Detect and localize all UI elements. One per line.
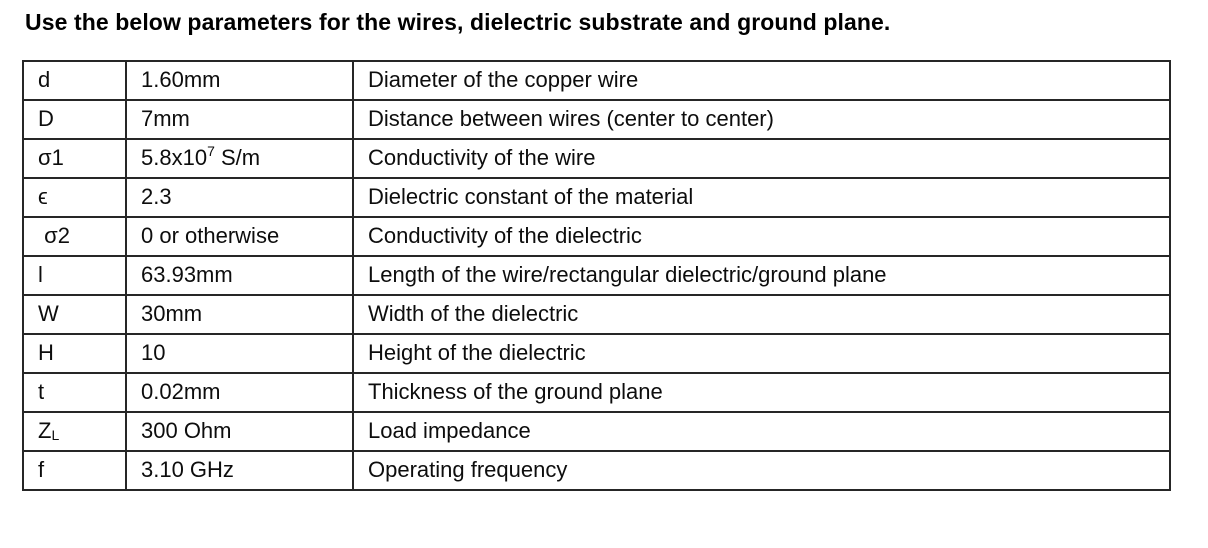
param-value: 1.60mm — [141, 67, 221, 93]
param-symbol-cell: l — [22, 255, 127, 296]
param-symbol: H — [38, 340, 54, 366]
param-value-superscript: 7 — [207, 143, 215, 160]
param-symbol-cell: t — [22, 372, 127, 413]
param-value-cell: 5.8x107 S/m — [125, 138, 354, 179]
param-description-cell: Conductivity of the dielectric — [352, 216, 1171, 257]
param-symbol: t — [38, 379, 45, 405]
param-value: 3.10 GHz — [141, 457, 234, 483]
param-value: 2.3 — [141, 184, 172, 210]
param-value-cell: 63.93mm — [125, 255, 354, 296]
param-value-cell: 10 — [125, 333, 354, 374]
param-description-cell: Operating frequency — [352, 450, 1171, 491]
param-value: 300 Ohm — [141, 418, 232, 444]
param-value-cell: 0.02mm — [125, 372, 354, 413]
table-row: W 30mm Width of the dielectric — [22, 294, 1171, 335]
table-row: D 7mm Distance between wires (center to … — [22, 99, 1171, 140]
param-description-cell: Height of the dielectric — [352, 333, 1171, 374]
param-value-cell: 3.10 GHz — [125, 450, 354, 491]
param-value: 30mm — [141, 301, 203, 327]
param-description-cell: Width of the dielectric — [352, 294, 1171, 335]
param-description: Load impedance — [368, 418, 531, 444]
param-value-cell: 7mm — [125, 99, 354, 140]
param-symbol: σ1 — [38, 145, 64, 171]
param-value: 10 — [141, 340, 166, 366]
param-value: 0 or otherwise — [141, 223, 280, 249]
param-value: 63.93mm — [141, 262, 233, 288]
param-symbol-cell: ϵ — [22, 177, 127, 218]
table-row: σ1 5.8x107 S/m Conductivity of the wire — [22, 138, 1171, 179]
param-description: Conductivity of the dielectric — [368, 223, 642, 249]
param-symbol: D — [38, 106, 54, 132]
table-row: ZL 300 Ohm Load impedance — [22, 411, 1171, 452]
param-description: Height of the dielectric — [368, 340, 586, 366]
param-description: Width of the dielectric — [368, 301, 579, 327]
param-description-cell: Load impedance — [352, 411, 1171, 452]
param-value-cell: 30mm — [125, 294, 354, 335]
param-description-cell: Thickness of the ground plane — [352, 372, 1171, 413]
param-value-cell: 2.3 — [125, 177, 354, 218]
table-row: l 63.93mm Length of the wire/rectangular… — [22, 255, 1171, 296]
page-title: Use the below parameters for the wires, … — [25, 9, 891, 35]
param-symbol: d — [38, 67, 51, 93]
param-description: Length of the wire/rectangular dielectri… — [368, 262, 887, 288]
param-value-cell: 0 or otherwise — [125, 216, 354, 257]
param-description: Thickness of the ground plane — [368, 379, 663, 405]
param-symbol-cell: D — [22, 99, 127, 140]
param-symbol: Z — [38, 418, 52, 444]
table-row: d 1.60mm Diameter of the copper wire — [22, 60, 1171, 101]
param-symbol-cell: f — [22, 450, 127, 491]
param-description-cell: Distance between wires (center to center… — [352, 99, 1171, 140]
table-row: ϵ 2.3 Dielectric constant of the materia… — [22, 177, 1171, 218]
table-row: H 10 Height of the dielectric — [22, 333, 1171, 374]
param-description: Dielectric constant of the material — [368, 184, 694, 210]
param-symbol-subscript: L — [51, 427, 60, 444]
param-symbol-cell: H — [22, 333, 127, 374]
table-row: f 3.10 GHz Operating frequency — [22, 450, 1171, 491]
param-symbol: ϵ — [38, 184, 48, 210]
param-description-cell: Diameter of the copper wire — [352, 60, 1171, 101]
param-value-unit: S/m — [214, 145, 261, 171]
param-symbol: l — [38, 262, 43, 288]
param-value-cell: 300 Ohm — [125, 411, 354, 452]
param-symbol: f — [38, 457, 45, 483]
param-symbol: W — [38, 301, 59, 327]
table-row: σ2 0 or otherwise Conductivity of the di… — [22, 216, 1171, 257]
param-value-cell: 1.60mm — [125, 60, 354, 101]
parameters-table: d 1.60mm Diameter of the copper wire D 7… — [22, 60, 1171, 491]
param-symbol-cell: σ1 — [22, 138, 127, 179]
param-value: 0.02mm — [141, 379, 221, 405]
table-row: t 0.02mm Thickness of the ground plane — [22, 372, 1171, 413]
param-value: 5.8x10 — [141, 145, 208, 171]
param-description-cell: Dielectric constant of the material — [352, 177, 1171, 218]
param-symbol: σ2 — [38, 223, 70, 249]
param-symbol-cell: σ2 — [22, 216, 127, 257]
param-symbol-cell: ZL — [22, 411, 127, 452]
param-description-cell: Conductivity of the wire — [352, 138, 1171, 179]
param-description: Operating frequency — [368, 457, 568, 483]
param-description: Distance between wires (center to center… — [368, 106, 774, 132]
param-description: Diameter of the copper wire — [368, 67, 639, 93]
param-symbol-cell: W — [22, 294, 127, 335]
param-description-cell: Length of the wire/rectangular dielectri… — [352, 255, 1171, 296]
param-value: 7mm — [141, 106, 190, 132]
param-description: Conductivity of the wire — [368, 145, 596, 171]
document-page: Use the below parameters for the wires, … — [22, 9, 1171, 491]
param-symbol-cell: d — [22, 60, 127, 101]
